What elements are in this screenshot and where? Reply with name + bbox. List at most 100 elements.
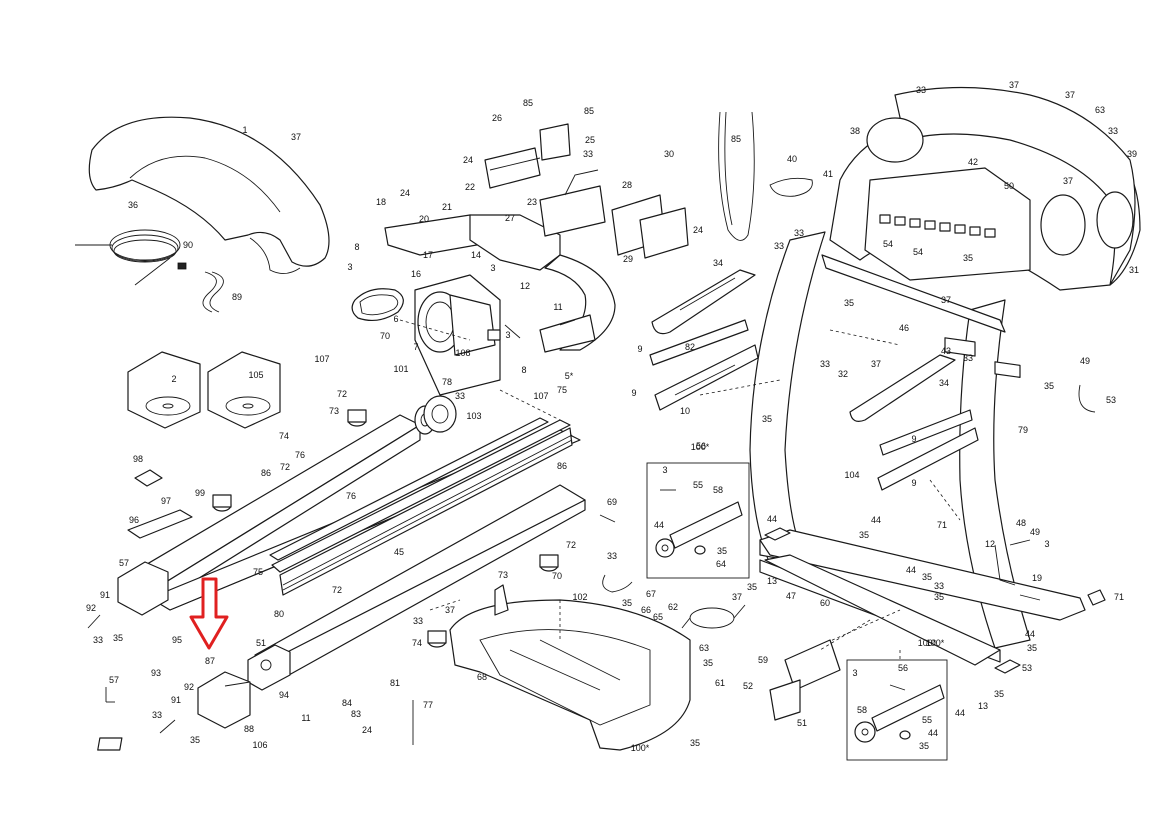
block-72-upper <box>347 409 367 427</box>
plate-71-right <box>1087 589 1106 606</box>
callout-79: 79 <box>1018 425 1028 435</box>
callout-89: 89 <box>232 292 242 302</box>
callout-47: 47 <box>786 591 796 601</box>
callout-35: 35 <box>994 689 1004 699</box>
callout-3: 3 <box>1044 539 1049 549</box>
inset-upper-content <box>655 501 743 558</box>
callout-30: 30 <box>664 149 674 159</box>
callout-37: 37 <box>1009 80 1019 90</box>
callout-53: 53 <box>1106 395 1116 405</box>
callout-105: 105 <box>248 370 263 380</box>
callout-35: 35 <box>844 298 854 308</box>
callout-37: 37 <box>291 132 301 142</box>
callout-34: 34 <box>713 258 723 268</box>
callout-103: 103 <box>466 411 481 421</box>
callout-12: 12 <box>520 281 530 291</box>
callout-73: 73 <box>498 570 508 580</box>
handrail-31 <box>651 269 756 335</box>
inset-label: 100* <box>691 442 710 452</box>
callout-75: 75 <box>253 567 263 577</box>
callout-14: 14 <box>471 250 481 260</box>
callout-59: 59 <box>758 655 768 665</box>
callout-68: 68 <box>477 672 487 682</box>
callout-74: 74 <box>279 431 289 441</box>
callout-9: 9 <box>637 344 642 354</box>
callout-72: 72 <box>337 389 347 399</box>
callout-22: 22 <box>465 182 475 192</box>
handrail-43 <box>849 354 956 422</box>
callout-98: 98 <box>133 454 143 464</box>
callout-53: 53 <box>1022 663 1032 673</box>
rail-86-top <box>269 417 549 561</box>
callout-57: 57 <box>109 675 119 685</box>
callout-33: 33 <box>1108 126 1118 136</box>
callout-48: 48 <box>1016 518 1026 528</box>
callout-9: 9 <box>631 388 636 398</box>
callout-80: 80 <box>274 609 284 619</box>
callout-33: 33 <box>963 353 973 363</box>
strip-97 <box>127 509 193 539</box>
callout-86: 86 <box>557 461 567 471</box>
rear-end-cap-96 <box>117 561 169 616</box>
callout-3: 3 <box>662 465 667 475</box>
callout-57: 57 <box>119 558 129 568</box>
callout-70: 70 <box>380 331 390 341</box>
callout-33: 33 <box>607 551 617 561</box>
callout-35: 35 <box>113 633 123 643</box>
callout-37: 37 <box>732 592 742 602</box>
callout-84: 84 <box>342 698 352 708</box>
inset-100-lower <box>846 659 948 761</box>
callout-87: 87 <box>205 656 215 666</box>
callout-96: 96 <box>129 515 139 525</box>
inset-labels: 100*100* <box>691 442 937 648</box>
callout-33: 33 <box>455 391 465 401</box>
callout-33: 33 <box>916 85 926 95</box>
callout-90: 90 <box>183 240 193 250</box>
callout-44: 44 <box>955 708 965 718</box>
callout-50: 50 <box>1004 181 1014 191</box>
callout-35: 35 <box>622 598 632 608</box>
callout-31: 31 <box>1129 265 1139 275</box>
callout-7: 7 <box>413 342 418 352</box>
callout-81: 81 <box>390 678 400 688</box>
callout-25: 25 <box>585 135 595 145</box>
plate-53-upper <box>764 527 791 541</box>
block-72-deck <box>539 554 559 572</box>
callout-5*: 5* <box>565 371 574 381</box>
callout-91: 91 <box>100 590 110 600</box>
callout-16: 16 <box>411 269 421 279</box>
callout-67: 67 <box>646 589 656 599</box>
callout-43: 43 <box>941 346 951 356</box>
red-arrow-indicator <box>189 577 229 650</box>
callout-60: 60 <box>820 598 830 608</box>
callout-37: 37 <box>1065 90 1075 100</box>
callout-72: 72 <box>566 540 576 550</box>
callout-3: 3 <box>505 330 510 340</box>
wire-79 <box>1078 384 1096 413</box>
drive-belt-5 <box>351 288 404 322</box>
callout-35: 35 <box>762 414 772 424</box>
callout-38: 38 <box>850 126 860 136</box>
callout-44: 44 <box>654 520 664 530</box>
callout-18: 18 <box>376 197 386 207</box>
callout-37: 37 <box>941 295 951 305</box>
callout-51: 51 <box>797 718 807 728</box>
callout-10: 10 <box>680 406 690 416</box>
callout-100*: 100* <box>631 743 650 753</box>
callout-8: 8 <box>521 365 526 375</box>
callout-76: 76 <box>295 450 305 460</box>
callout-34: 34 <box>939 378 949 388</box>
callout-26: 26 <box>492 113 502 123</box>
callout-73: 73 <box>329 406 339 416</box>
console-buttons <box>879 214 996 238</box>
callout-85: 85 <box>523 98 533 108</box>
callout-78: 78 <box>442 377 452 387</box>
callout-54: 54 <box>883 239 893 249</box>
controller-59 <box>769 639 841 721</box>
callout-32: 32 <box>838 369 848 379</box>
dvd-sleeve-105 <box>207 351 281 429</box>
motor-6 <box>414 274 501 396</box>
callout-93: 93 <box>151 668 161 678</box>
callout-35: 35 <box>190 735 200 745</box>
